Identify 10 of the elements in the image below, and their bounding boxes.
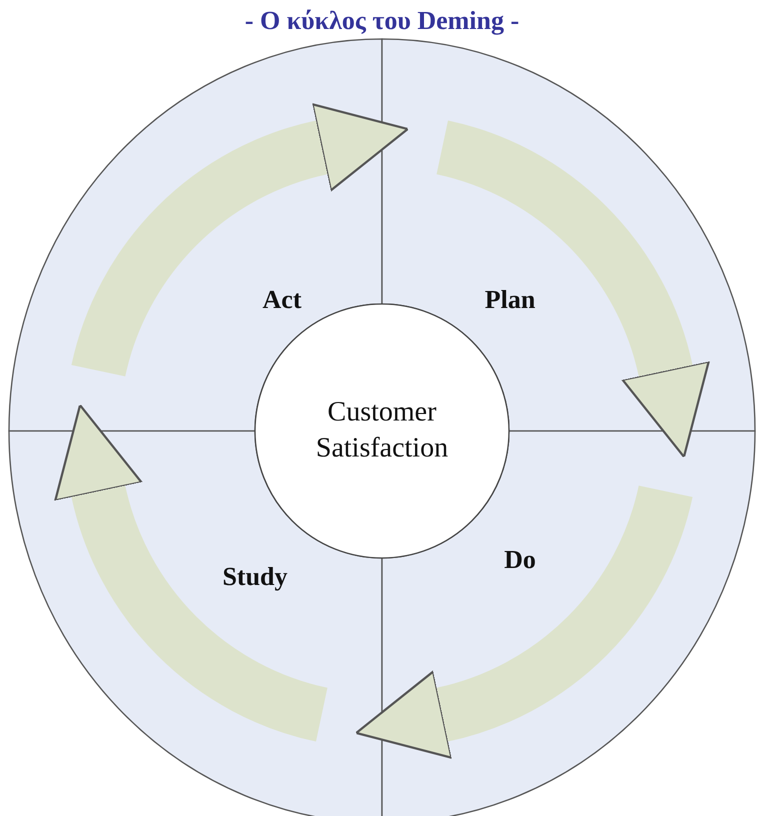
center-label: Customer Satisfaction xyxy=(314,396,450,466)
curved-arrow xyxy=(356,484,692,758)
stage-label: Do xyxy=(504,545,536,575)
stage-label: Plan xyxy=(484,285,536,315)
stage-label: Act xyxy=(262,285,302,315)
curved-arrow xyxy=(54,405,330,742)
curved-arrow xyxy=(434,120,710,457)
curved-arrow xyxy=(72,104,408,378)
diagram-title: - Ο κύκλος του Deming - xyxy=(244,6,520,36)
stage-label: Study xyxy=(222,562,288,592)
